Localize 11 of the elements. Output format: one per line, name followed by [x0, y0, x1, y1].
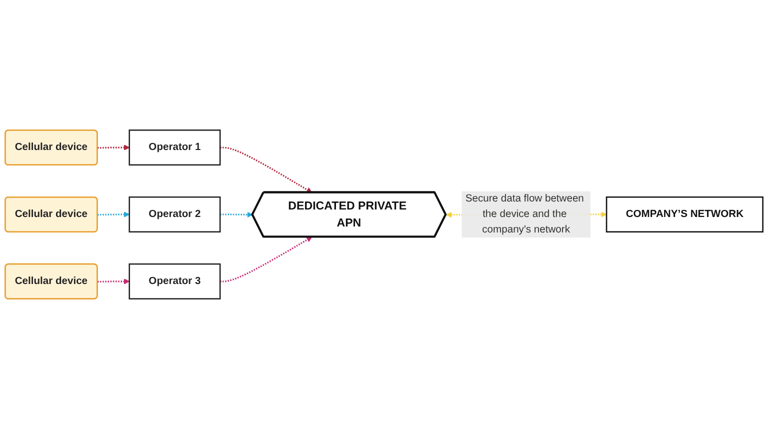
arrow [220, 236, 312, 282]
arrow [98, 278, 130, 284]
arrow [98, 211, 130, 217]
arrow [220, 211, 253, 218]
node-box: Operator 1 [128, 129, 221, 166]
edge-label: Secure data flow between the device and the company's network [465, 192, 584, 235]
arrow [220, 146, 312, 192]
node-box: COMPANY’S NETWORK [606, 196, 764, 232]
node-box: Operator 2 [128, 196, 221, 232]
node-box: Operator 3 [128, 262, 221, 299]
arrow [98, 144, 130, 150]
